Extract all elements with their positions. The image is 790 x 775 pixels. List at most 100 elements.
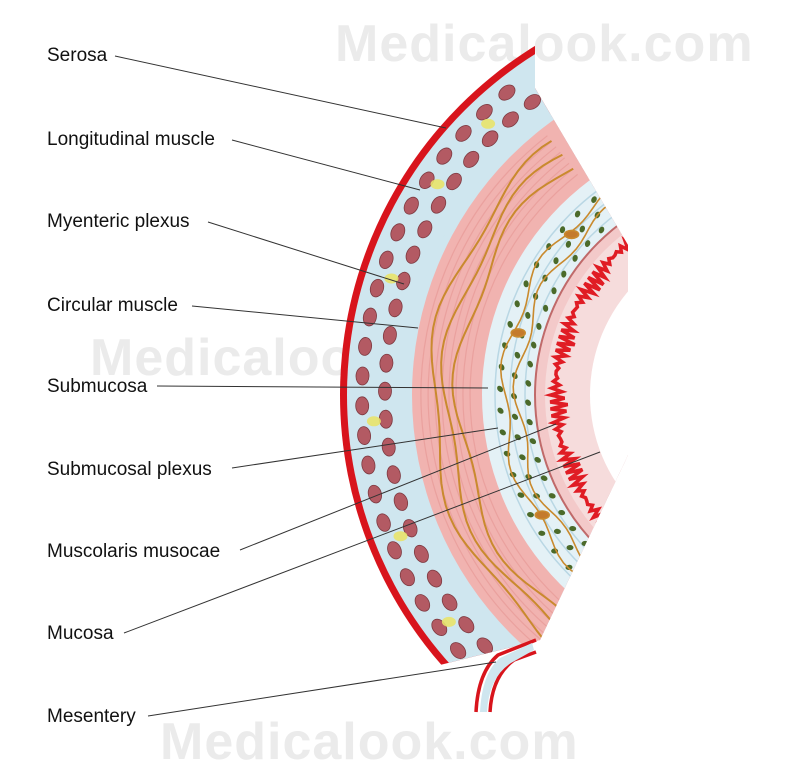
submucosa-rings: [494, 139, 628, 651]
muscle-streak: [462, 168, 574, 622]
submucosal-ganglion: [534, 510, 551, 520]
leader-submucosa: [156, 385, 489, 389]
plexus-fiber: [499, 186, 611, 584]
leader-serosa: [114, 55, 447, 129]
muscle-cell: [376, 513, 391, 532]
gland-dot: [561, 270, 567, 278]
gland-dot: [553, 528, 561, 535]
muscle-cell: [446, 172, 462, 191]
muscle-cell: [378, 381, 392, 401]
myenteric-ganglion: [481, 118, 496, 129]
gland-dot: [514, 300, 520, 308]
nerve-fibers: [430, 140, 575, 650]
muscle-cell: [369, 278, 385, 298]
muscle-cell: [502, 111, 519, 128]
muscle-cell: [355, 366, 370, 386]
muscle-cell: [379, 250, 394, 269]
muscle-cell: [476, 104, 493, 121]
muscle-cell: [403, 196, 419, 215]
gland-dot: [551, 287, 557, 295]
muscle-cell: [426, 569, 443, 588]
gland-dot: [610, 199, 617, 206]
watermark-top: Medicalook.com: [335, 15, 754, 73]
leader-submucosal-plexus: [231, 427, 499, 469]
gland-dot: [581, 579, 589, 586]
mucosa-villi: [543, 226, 628, 550]
gland-dot: [595, 573, 603, 580]
muscle-cell: [498, 84, 516, 101]
gland-dot: [497, 385, 504, 393]
label-muscolaris-musocae: Muscolaris musocae: [47, 541, 221, 562]
muscle-cell: [450, 642, 467, 660]
label-circular-muscle: Circular muscle: [47, 295, 178, 316]
myenteric-ganglion: [393, 531, 408, 542]
muscle-streak: [455, 162, 570, 628]
muscle-cell: [355, 396, 370, 416]
muscle-cell: [413, 544, 429, 563]
muscle-cell: [399, 568, 415, 587]
label-submucosa: Submucosa: [47, 376, 148, 397]
gland-dot: [559, 226, 566, 234]
gland-dot: [526, 419, 533, 426]
submucosal-ganglion: [563, 229, 580, 240]
gland-dot: [628, 202, 636, 211]
gland-dot: [511, 413, 519, 420]
gland-dot: [538, 530, 546, 536]
gland-dot: [507, 320, 513, 328]
gland-dot: [540, 475, 548, 481]
muscle-cell: [405, 245, 421, 264]
muscle-streak: [420, 135, 548, 655]
muscle-streak: [469, 173, 578, 617]
leader-mucosa: [123, 451, 601, 634]
leader-longitudinal-muscle: [231, 139, 421, 191]
muscle-cell: [436, 147, 453, 165]
label-submucosal-plexus: Submucosal plexus: [47, 459, 212, 480]
gland-dot: [580, 560, 588, 566]
label-longitudinal-muscle: Longitudinal muscle: [47, 129, 215, 150]
muscle-cell: [367, 484, 382, 504]
muscle-cell: [414, 594, 431, 612]
gland-dot: [627, 172, 628, 179]
gland-dot: [565, 240, 572, 248]
muscle-cell: [402, 519, 418, 538]
gland-dot: [566, 544, 574, 551]
longitudinal-muscle-cells: [355, 84, 541, 701]
myenteric-ganglion: [441, 616, 456, 627]
label-myenteric-plexus: Myenteric plexus: [47, 211, 190, 232]
muscle-cell: [388, 298, 403, 318]
muscle-cell: [382, 326, 397, 345]
gland-dot: [525, 380, 532, 387]
muscle-cell: [393, 492, 409, 511]
muscle-cell: [455, 125, 472, 142]
label-mesentery: Mesentery: [47, 706, 136, 727]
muscle-cell: [381, 437, 396, 457]
muscle-cell: [441, 593, 458, 611]
gland-dot: [514, 351, 521, 359]
muscle-streak: [427, 140, 553, 650]
gland-dot: [499, 429, 506, 436]
muscle-cell: [362, 307, 377, 327]
muscle-cell: [417, 220, 433, 239]
gland-dot: [598, 226, 605, 234]
gland-dot: [558, 509, 566, 516]
muscle-cell: [386, 465, 401, 484]
submucosal-plexus-fibers: [499, 186, 619, 584]
submucosal-ganglion: [510, 328, 527, 338]
submucosa-ring: [494, 139, 628, 651]
nerve-fiber: [440, 153, 564, 636]
myenteric-ganglion: [430, 179, 445, 190]
gland-dot: [595, 554, 603, 561]
gland-dot: [609, 567, 617, 573]
gland-dot: [574, 210, 581, 218]
gland-dot: [542, 304, 549, 312]
gland-dot: [579, 225, 586, 233]
gland-dot: [523, 280, 529, 288]
gland-dot: [530, 341, 537, 349]
watermark-bottom: Medicalook.com: [160, 713, 579, 771]
leader-circular-muscle: [191, 305, 419, 329]
leader-lines: [114, 55, 601, 717]
plexus-fiber: [512, 199, 619, 577]
leader-mesentery: [147, 661, 497, 717]
muscularis-mucosae-line: [534, 179, 628, 611]
